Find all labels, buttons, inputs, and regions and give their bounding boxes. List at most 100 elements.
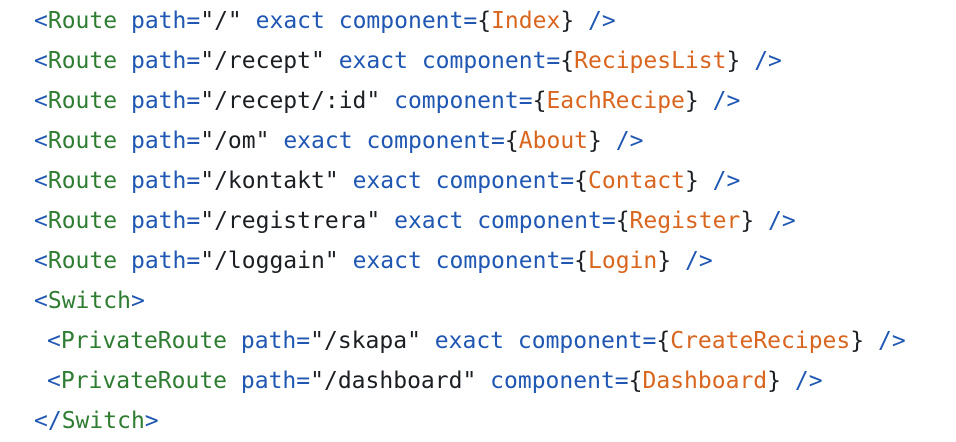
exact-attribute: exact (255, 8, 325, 34)
brace-close: } (740, 208, 755, 234)
brace-close: } (560, 8, 575, 34)
component-attribute: component= (421, 48, 561, 74)
switch-open-line: <Switch> (0, 281, 956, 321)
path-value: "/recept/:id" (200, 88, 381, 114)
path-attribute: path= (240, 368, 311, 394)
tag-name: Switch (61, 408, 145, 434)
open-bracket: < (34, 288, 48, 314)
self-close: /> (877, 328, 906, 354)
close-bracket: > (144, 408, 159, 434)
self-close: /> (768, 208, 796, 234)
component-attribute: component= (435, 248, 575, 274)
tag-name: Route (47, 208, 118, 234)
brace-close: } (850, 328, 865, 354)
tag-name: Route (47, 168, 118, 194)
brace-open: { (628, 368, 643, 394)
tag-name: PrivateRoute (60, 368, 228, 394)
component-name: Contact (588, 168, 685, 194)
path-attribute: path= (130, 8, 201, 34)
brace-close: } (657, 248, 672, 274)
open-bracket: < (34, 48, 48, 74)
open-bracket: < (34, 128, 48, 154)
path-attribute: path= (130, 248, 201, 274)
component-attribute: component= (517, 328, 657, 354)
open-bracket: < (47, 368, 61, 394)
switch-close-line: </Switch> (0, 401, 956, 441)
brace-open: { (656, 328, 671, 354)
component-attribute: component= (435, 168, 575, 194)
exact-attribute: exact (338, 48, 408, 74)
path-value: "/" (200, 8, 242, 34)
path-value: "/recept" (200, 48, 325, 74)
component-name: CreateRecipes (670, 328, 851, 354)
open-bracket: < (34, 248, 48, 274)
path-value: "/dashboard" (310, 368, 477, 394)
exact-attribute: exact (394, 208, 464, 234)
self-close: /> (712, 168, 741, 194)
tag-name: Route (47, 48, 118, 74)
brace-close: } (588, 128, 602, 154)
route-line: <Route path="/om" exact component={About… (0, 121, 956, 161)
tag-name: Route (47, 8, 118, 34)
tag-name: PrivateRoute (60, 328, 228, 354)
close-open-bracket: </ (34, 408, 62, 434)
path-attribute: path= (130, 48, 201, 74)
component-name: EachRecipe (546, 88, 685, 114)
component-name: Index (491, 8, 561, 34)
tag-name: Switch (47, 288, 131, 314)
brace-close: } (684, 168, 699, 194)
brace-open: { (504, 128, 519, 154)
open-bracket: < (34, 8, 48, 34)
component-attribute: component= (477, 208, 616, 234)
route-line: <Route path="/loggain" exact component={… (0, 241, 956, 281)
exact-attribute: exact (352, 168, 422, 194)
open-bracket: < (34, 88, 48, 114)
brace-open: { (477, 8, 492, 34)
self-close: /> (684, 248, 713, 274)
path-value: "/loggain" (200, 248, 339, 274)
brace-open: { (560, 48, 575, 74)
path-attribute: path= (130, 208, 201, 234)
component-attribute: component= (338, 8, 478, 34)
exact-attribute: exact (434, 328, 505, 354)
self-close: /> (588, 8, 616, 34)
self-close: /> (615, 128, 644, 154)
self-close: /> (794, 368, 823, 394)
route-line: <Route path="/registrera" exact componen… (0, 201, 956, 241)
open-bracket: < (34, 208, 48, 234)
component-attribute: component= (490, 368, 629, 394)
component-attribute: component= (394, 88, 533, 114)
tag-name: Route (47, 128, 118, 154)
component-name: Dashboard (642, 368, 768, 394)
private-route-line: <PrivateRoute path="/dashboard" componen… (0, 361, 956, 401)
component-name: About (518, 128, 589, 154)
path-value: "/kontakt" (200, 168, 339, 194)
brace-close: } (726, 48, 741, 74)
route-line: <Route path="/kontakt" exact component={… (0, 161, 956, 201)
path-attribute: path= (240, 328, 311, 354)
route-line: <Route path="/recept/:id" component={Eac… (0, 81, 956, 121)
component-name: Register (629, 208, 741, 234)
close-bracket: > (130, 288, 145, 314)
route-line: <Route path="/" exact component={Index} … (0, 1, 956, 41)
path-value: "/skapa" (310, 328, 421, 354)
component-name: RecipesList (574, 48, 727, 74)
path-attribute: path= (130, 168, 201, 194)
private-route-line: <PrivateRoute path="/skapa" exact compon… (0, 321, 956, 361)
exact-attribute: exact (352, 248, 422, 274)
tag-name: Route (47, 88, 118, 114)
brace-open: { (574, 168, 589, 194)
brace-close: } (767, 368, 781, 394)
brace-open: { (574, 248, 589, 274)
open-bracket: < (47, 328, 61, 354)
self-close: /> (712, 88, 741, 114)
open-bracket: < (34, 168, 48, 194)
component-attribute: component= (366, 128, 505, 154)
brace-close: } (684, 88, 699, 114)
brace-open: { (532, 88, 547, 114)
route-line: <Route path="/recept" exact component={R… (0, 41, 956, 81)
brace-open: { (615, 208, 630, 234)
component-name: Login (588, 248, 658, 274)
self-close: /> (754, 48, 782, 74)
